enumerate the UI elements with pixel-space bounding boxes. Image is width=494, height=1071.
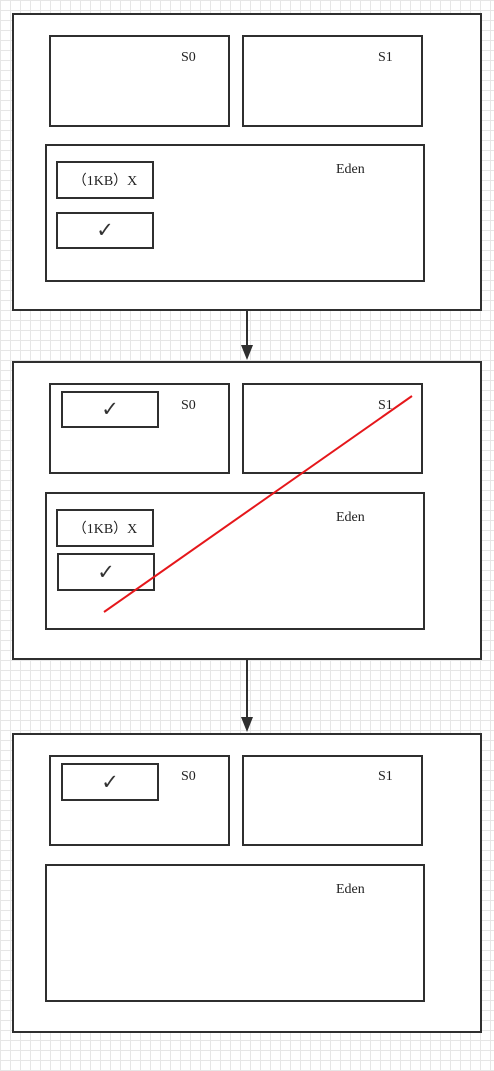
s1-region <box>242 35 423 127</box>
arrow-stage1-to-stage2 <box>241 311 253 360</box>
check-icon: ✓ <box>101 769 119 794</box>
s1-label: S1 <box>378 769 393 784</box>
s1-label: S1 <box>378 398 393 413</box>
eden-label: Eden <box>336 882 365 897</box>
s0-label: S0 <box>181 398 196 413</box>
eden-label: Eden <box>336 162 365 177</box>
check-icon: ✓ <box>96 218 114 242</box>
garbage-object-label: （1KB）X <box>72 522 138 537</box>
s0-label: S0 <box>181 50 196 65</box>
live-object: ✓ <box>61 391 159 428</box>
s1-region <box>242 383 423 474</box>
garbage-object: （1KB）X <box>56 161 154 199</box>
live-object: ✓ <box>57 553 155 591</box>
s1-region <box>242 755 423 846</box>
s0-label: S0 <box>181 769 196 784</box>
eden-region <box>45 864 425 1002</box>
arrow-stage2-to-stage3 <box>241 660 253 732</box>
clear-strike-line <box>103 395 413 613</box>
s1-label: S1 <box>378 50 393 65</box>
garbage-object: （1KB）X <box>56 509 154 547</box>
eden-label: Eden <box>336 510 365 525</box>
check-icon: ✓ <box>101 397 119 421</box>
check-icon: ✓ <box>97 559 115 584</box>
garbage-object-label: （1KB）X <box>72 174 138 189</box>
s0-region <box>49 35 230 127</box>
live-object: ✓ <box>56 212 154 249</box>
live-object: ✓ <box>61 763 159 801</box>
